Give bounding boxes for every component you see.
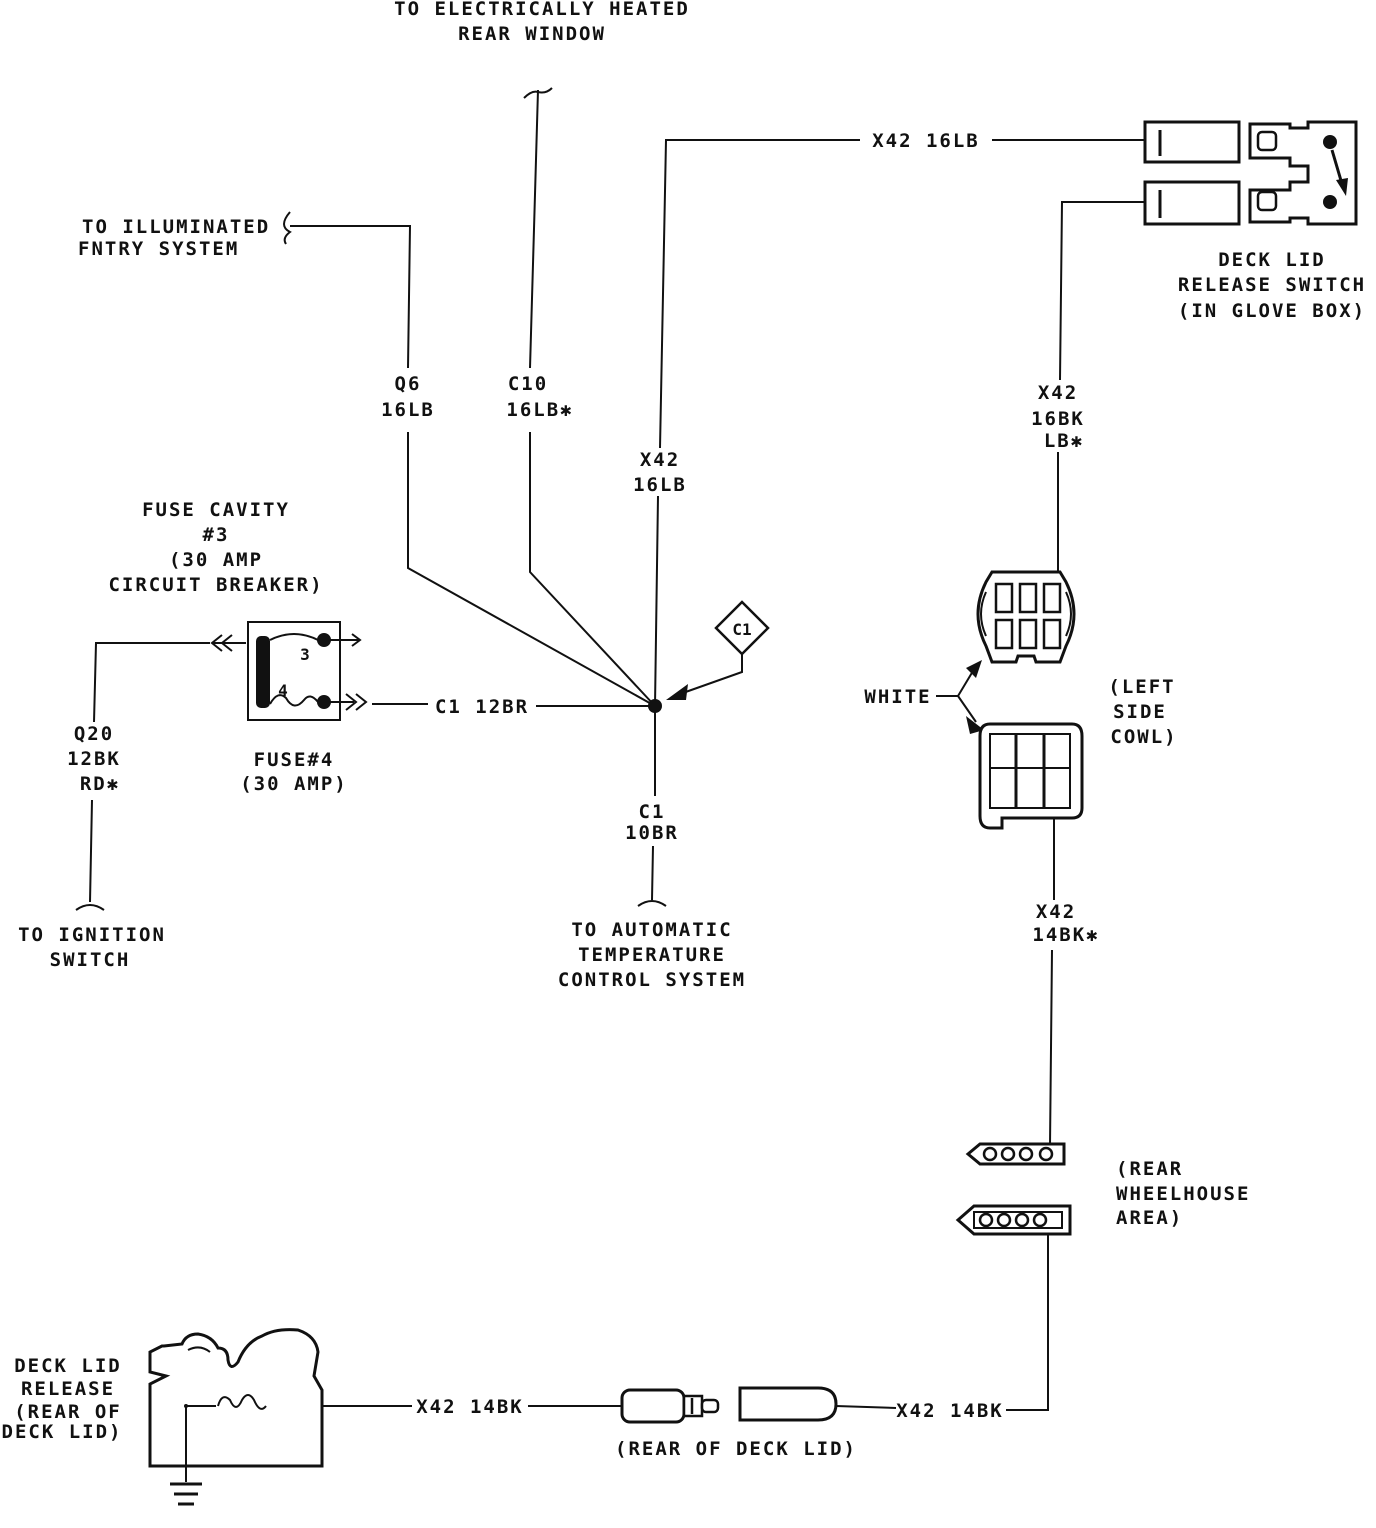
label-q20-1: Q20: [74, 723, 114, 745]
label-c10-1: C10: [508, 373, 548, 395]
label-rear-deck-lid: (REAR OF DECK LID): [615, 1438, 857, 1460]
label-x42-cowl-2: 14BK✱: [1032, 924, 1099, 946]
label-x42-bottom-right: X42 14BK: [896, 1400, 1004, 1422]
label-left-cowl-3: COWL): [1110, 726, 1177, 748]
splice-dot: [648, 699, 662, 713]
wire-break-atc: [637, 900, 667, 907]
label-left-cowl-1: (LEFT: [1108, 676, 1175, 698]
wire-c1-horiz: [372, 703, 655, 707]
wire-x42-top: [654, 139, 1145, 707]
label-fuse-cavity-1: FUSE CAVITY: [142, 499, 290, 521]
wire-break-ignition: [75, 904, 105, 911]
label-deck-switch-2: RELEASE SWITCH: [1178, 274, 1366, 296]
label-x42-top: X42 16LB: [872, 130, 980, 152]
deck-lid-connector-left: [620, 1388, 720, 1424]
label-fuse-cavity-4: CIRCUIT BREAKER): [108, 574, 323, 596]
label-ignition-1: TO IGNITION: [18, 924, 166, 946]
label-c10-2: 16LB✱: [506, 399, 573, 421]
label-x42-switch-2: 16BK: [1031, 408, 1085, 430]
deck-lid-connector-right: [738, 1386, 838, 1422]
label-x42-cowl-1: X42: [1036, 901, 1076, 923]
label-deck-release-1: DECK LID: [14, 1355, 122, 1377]
wire-x42-cowl: [1049, 810, 1055, 1147]
label-x42-switch-1: X42: [1038, 382, 1078, 404]
label-white: WHITE: [864, 686, 931, 708]
label-c1-down-2: 10BR: [625, 822, 679, 844]
label-q20-3: RD✱: [80, 773, 120, 795]
splice-c1-marker: C1: [714, 600, 770, 656]
label-illuminated-entry-1: TO ILLUMINATED: [82, 216, 270, 238]
fuse-pin-3: 3: [300, 645, 312, 664]
label-c1-horiz: C1 12BR: [435, 696, 529, 718]
label-fuse4-1: FUSE#4: [254, 749, 335, 771]
label-atc-2: TEMPERATURE: [578, 944, 726, 966]
wheelhouse-connector-upper: [965, 1142, 1066, 1166]
wire-splice-pointer: [679, 652, 743, 695]
label-deck-release-4: DECK LID): [2, 1421, 123, 1443]
label-fuse4-2: (30 AMP): [240, 773, 348, 795]
wire-x42-switch: [1057, 201, 1145, 586]
cowl-connector-lower: [978, 722, 1084, 830]
wire-break-heated: [523, 87, 553, 99]
label-deck-release-2: RELEASE: [21, 1378, 115, 1400]
labels: TO ELECTRICALLY HEATED REAR WINDOW TO IL…: [2, 0, 1366, 1460]
fuse-block: 3 4: [210, 621, 368, 721]
label-heated-window-1: TO ELECTRICALLY HEATED: [394, 0, 690, 20]
label-q20-2: 12BK: [67, 748, 121, 770]
wire-q20: [89, 642, 210, 903]
wire-x42-bottom-right: [835, 1234, 1049, 1411]
label-q6-1: Q6: [395, 373, 422, 395]
white-leader: [936, 665, 977, 723]
label-ignition-2: SWITCH: [50, 949, 131, 971]
splice-c1-label: C1: [732, 620, 751, 639]
label-fuse-cavity-3: (30 AMP: [169, 549, 263, 571]
deck-lid-release-solenoid: [148, 1328, 324, 1506]
splice-arrowhead: [666, 684, 688, 700]
label-x42-bottom-left: X42 14BK: [416, 1396, 524, 1418]
label-fuse-cavity-2: #3: [203, 524, 230, 546]
label-rear-wheelhouse-3: AREA): [1116, 1207, 1183, 1229]
wire-q6: [290, 225, 656, 707]
label-deck-switch-1: DECK LID: [1218, 249, 1326, 271]
label-rear-wheelhouse-2: WHEELHOUSE: [1116, 1183, 1250, 1205]
label-left-cowl-2: SIDE: [1113, 701, 1167, 723]
label-rear-wheelhouse-1: (REAR: [1116, 1158, 1183, 1180]
label-heated-window-2: REAR WINDOW: [458, 23, 606, 45]
white-arrow-up: [966, 660, 982, 678]
label-c1-down-1: C1: [639, 801, 666, 823]
deck-lid-switch: [1143, 120, 1358, 226]
label-illuminated-entry-2: FNTRY SYSTEM: [78, 238, 239, 260]
fuse-pin-4: 4: [278, 681, 290, 700]
wire-break-illum: [283, 211, 292, 245]
label-q6-2: 16LB: [381, 399, 435, 421]
label-atc-1: TO AUTOMATIC: [571, 919, 732, 941]
label-x42-vert-2: 16LB: [633, 474, 687, 496]
label-deck-release-3: (REAR OF: [14, 1401, 122, 1423]
wire-c1-down: [651, 706, 656, 901]
wire-c10: [529, 89, 656, 707]
label-x42-switch-3: LB✱: [1044, 430, 1084, 452]
label-x42-vert-1: X42: [640, 449, 680, 471]
wires: [75, 87, 1145, 1411]
label-atc-3: CONTROL SYSTEM: [558, 969, 746, 991]
label-deck-switch-3: (IN GLOVE BOX): [1178, 300, 1366, 322]
wheelhouse-connector-lower: [955, 1204, 1072, 1236]
cowl-connector-upper: [976, 570, 1076, 664]
